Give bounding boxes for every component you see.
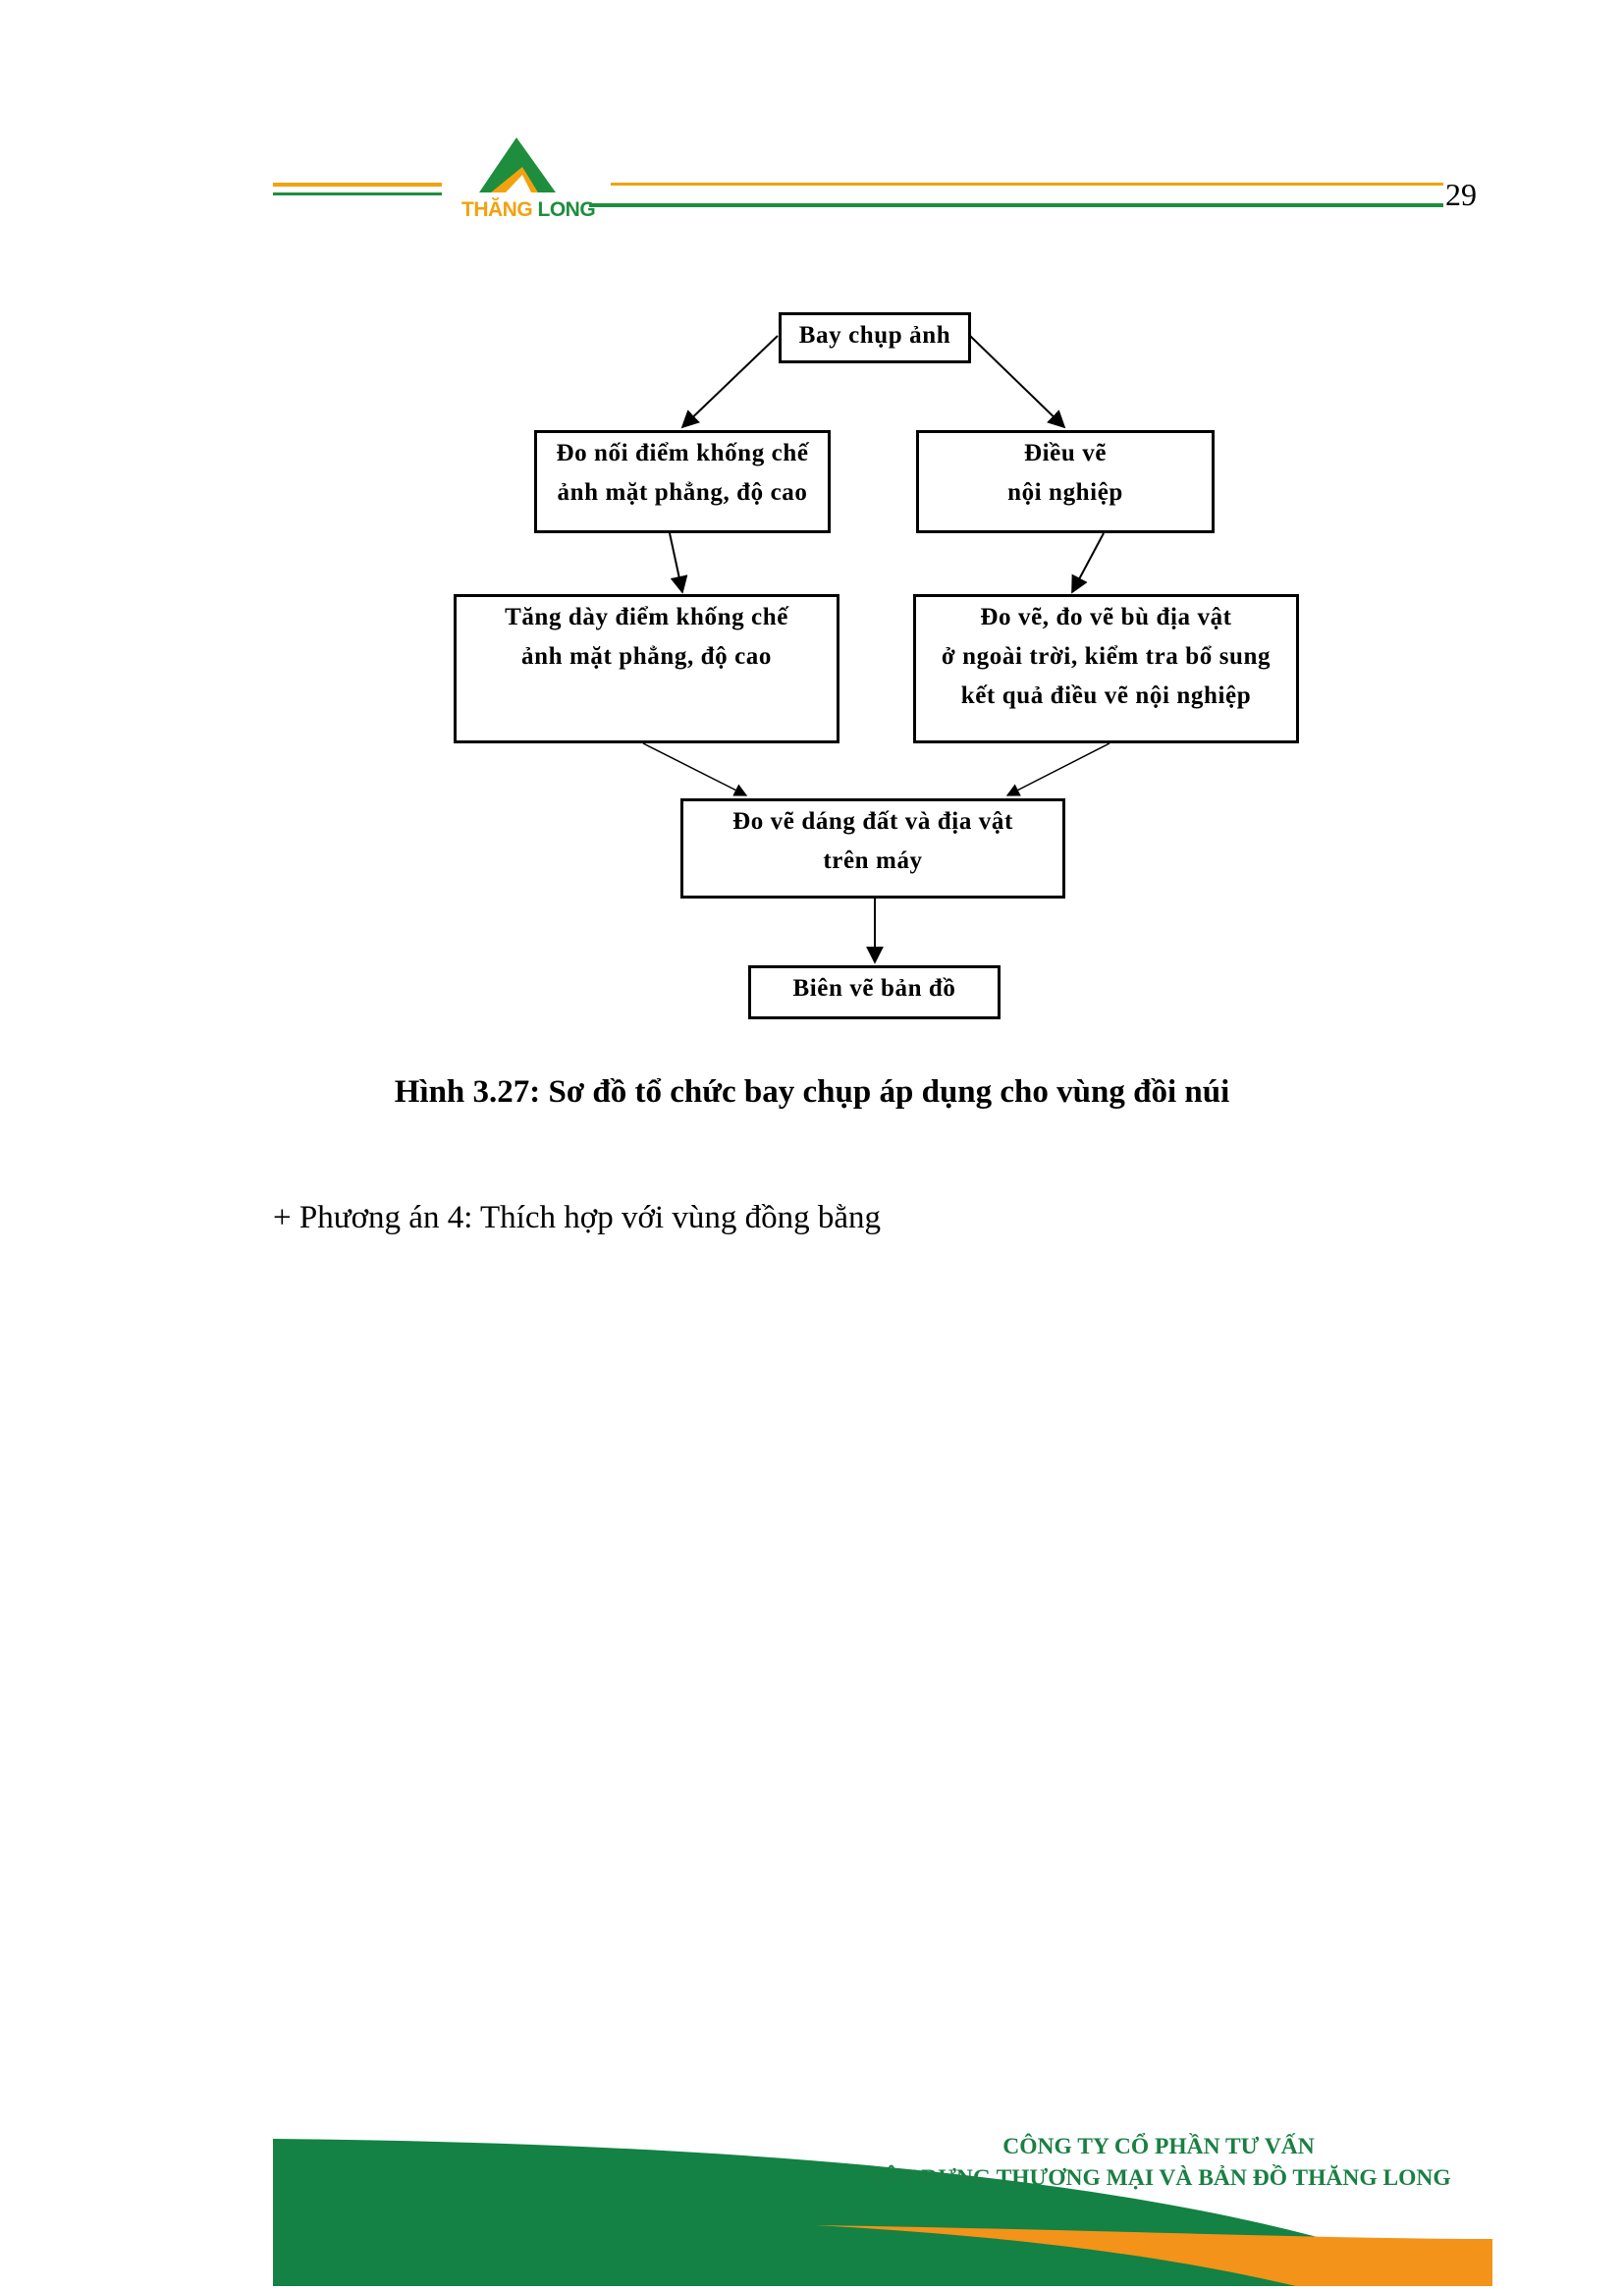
box-bien-ve-ban-do: Biên vẽ bản đồ [748,965,1001,1019]
arrow-dieu-ve-to-do-ve-bu [1071,532,1105,594]
logo-wordmark: THĂNG LONG [461,198,596,221]
box-tang-day-diem-khong-che: Tăng dày điểm khống chế ảnh mặt phẳng, đ… [454,594,839,743]
header-rule-right-orange [611,183,1443,186]
arrow-tang-day-to-dang-dat [642,742,748,796]
box-dieu-ve-noi-nghiep: Điều vẽ nội nghiệp [916,430,1215,533]
box-do-noi-diem-khong-che: Đo nối điểm khống chế ảnh mặt phẳng, độ … [534,430,831,533]
body-paragraph: + Phương án 4: Thích hợp với vùng đồng b… [273,1200,881,1235]
company-line-2: XÂY DỰNG THƯƠNG MẠI VÀ BẢN ĐỒ THĂNG LONG [866,2165,1451,2191]
arrow-do-noi-to-tang-day [669,532,688,594]
header-rule-right-green [589,203,1443,207]
flowchart-diagram: Bay chụp ảnh Đo nối điểm khống chế ảnh m… [442,304,1326,1031]
company-name: CÔNG TY CỔ PHẦN TƯ VẤN XÂY DỰNG THƯƠNG M… [815,2131,1502,2194]
box-do-ve-bu-dia-vat: Đo vẽ, đo vẽ bù địa vật ở ngoài trời, ki… [913,594,1299,743]
footer-wave-orange [815,2225,1492,2286]
figure-caption: Hình 3.27: Sơ đồ tổ chức bay chụp áp dụn… [394,1074,1230,1110]
arrow-do-ve-bu-to-dang-dat [1005,742,1110,796]
header-rule-left-green [273,192,442,195]
arrow-bay-to-dieu-ve [969,335,1066,429]
footer-wave-graphic [273,2139,1492,2286]
arrow-bay-to-do-noi [680,335,779,429]
page-header: THĂNG LONG 29 [0,0,1624,236]
page-footer: CÔNG TY CỔ PHẦN TƯ VẤN XÂY DỰNG THƯƠNG M… [0,2082,1624,2286]
box-do-ve-dang-dat: Đo vẽ dáng đất và địa vật trên máy [680,798,1065,899]
header-graphics [273,137,1443,207]
flowchart-connectors [642,335,1110,964]
page-number: 29 [1445,177,1477,212]
box-bay-chup-anh: Bay chụp ảnh [779,312,971,363]
header-rule-left-orange [273,183,442,187]
company-line-1: CÔNG TY CỔ PHẦN TƯ VẤN [1002,2134,1315,2159]
logo-mountain-icon [479,137,556,192]
